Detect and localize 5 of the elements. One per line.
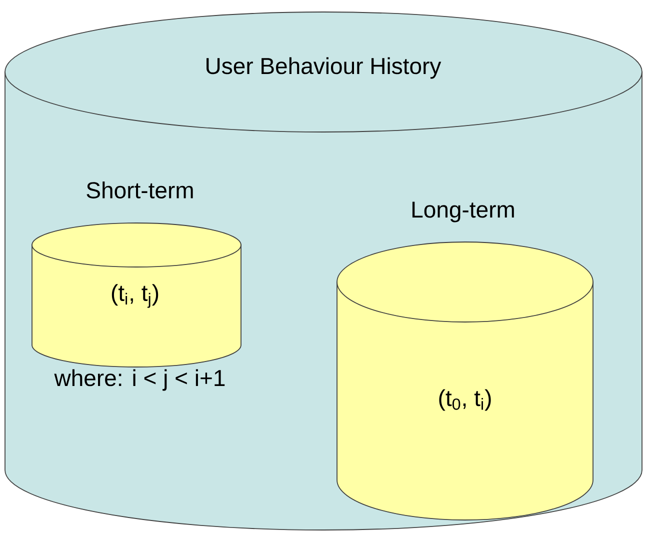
node-label: Short-term [86, 182, 193, 198]
cylinder: Short-term (t$_{i}$, t$_{j}$) [32, 182, 242, 368]
cylinder: Long-term (t$_{0}$, t$_{i}$) [336, 202, 594, 520]
condition-text: where: i < j < i+1 [54, 369, 225, 391]
node-label: Long-term [412, 202, 514, 222]
